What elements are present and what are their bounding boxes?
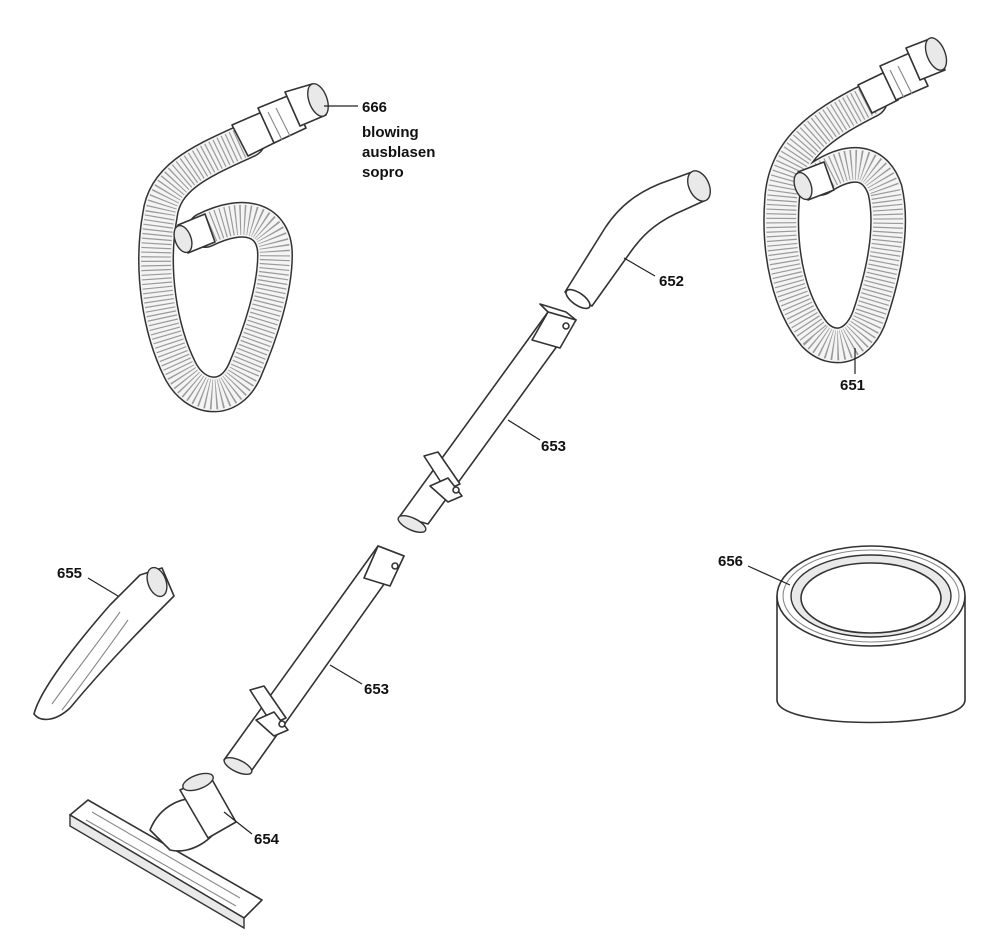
leader-653-upper bbox=[507, 419, 541, 441]
hose-651[interactable] bbox=[763, 35, 950, 364]
extension-tube-653-upper[interactable] bbox=[396, 303, 577, 536]
extension-tube-653-lower[interactable] bbox=[222, 545, 405, 778]
bent-handle-652[interactable] bbox=[563, 167, 715, 312]
hose-651-inner-cuff bbox=[793, 161, 835, 201]
leader-653-lower bbox=[329, 664, 363, 685]
hose-651-connector bbox=[857, 37, 948, 114]
label-666: 666 bbox=[362, 99, 387, 116]
label-666-desc-en: blowing bbox=[362, 124, 419, 141]
label-656: 656 bbox=[718, 553, 743, 570]
hose-666[interactable] bbox=[138, 81, 332, 413]
label-654: 654 bbox=[254, 831, 280, 848]
label-651: 651 bbox=[840, 377, 865, 394]
leader-654 bbox=[223, 811, 253, 835]
leader-656 bbox=[747, 565, 791, 586]
hose-666-inner-cuff bbox=[173, 213, 216, 254]
hose-666-connector bbox=[231, 83, 329, 157]
label-666-desc-de: ausblasen bbox=[362, 144, 435, 161]
leader-655 bbox=[87, 577, 119, 597]
label-655: 655 bbox=[57, 565, 82, 582]
filter-656[interactable] bbox=[776, 545, 966, 724]
label-653-lower: 653 bbox=[364, 681, 389, 698]
label-666-desc-pt: sopro bbox=[362, 164, 404, 181]
label-653-upper: 653 bbox=[541, 438, 566, 455]
floor-nozzle-654[interactable] bbox=[69, 770, 263, 930]
crevice-nozzle-655[interactable] bbox=[33, 565, 175, 721]
leader-652 bbox=[623, 257, 656, 277]
label-652: 652 bbox=[659, 273, 684, 290]
